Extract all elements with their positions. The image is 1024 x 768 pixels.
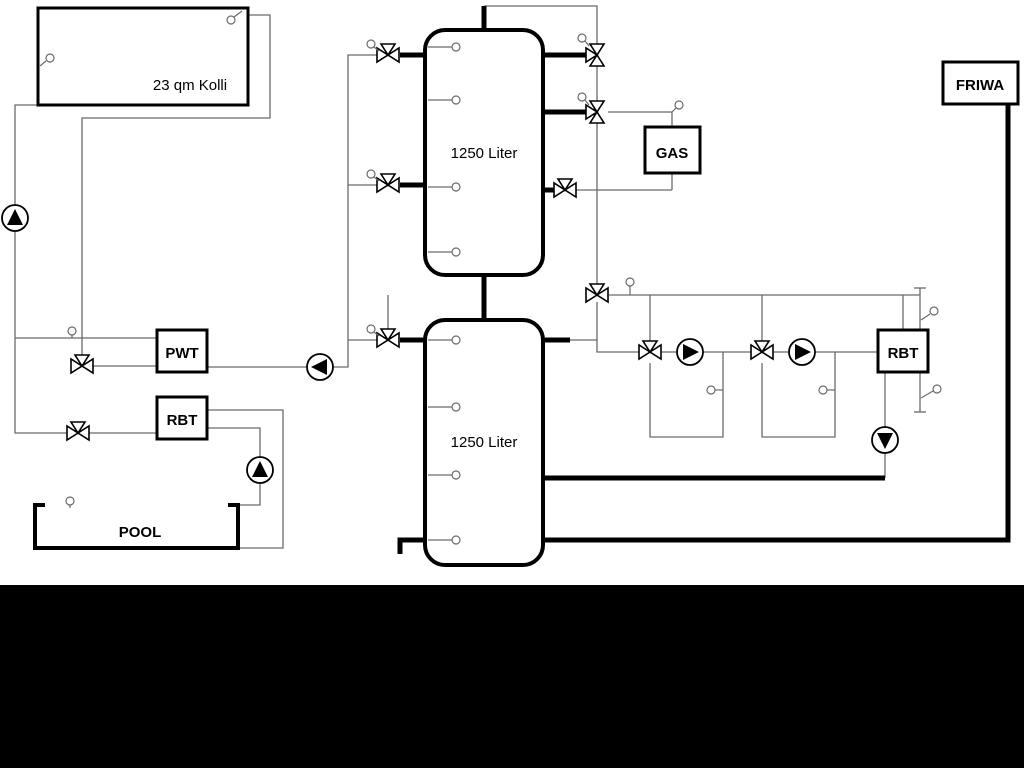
- valve-sensor-tank-lower: [366, 324, 380, 337]
- valve-sensor-tank-top: [366, 39, 380, 52]
- rbt-right-sensor-bottom: [920, 384, 942, 399]
- tank-bottom-sensors: [428, 335, 461, 545]
- boiler-and-distribution-pipes: [484, 5, 920, 353]
- hydraulic-schematic: 23 qm Kolli 1250 Liter 1250 Liter PWT RB…: [1, 5, 1020, 567]
- solar-circuit-pipes: [14, 14, 271, 434]
- pool-pump: [246, 456, 274, 484]
- boiler-supply-valve: [585, 100, 606, 124]
- valve-sensor-top-right: [577, 33, 590, 47]
- mixing-circuit-2-pipes: [761, 295, 878, 438]
- pool-basin: [33, 503, 240, 550]
- tank-top-right-valve: [585, 43, 606, 67]
- pool-mixing-valve: [66, 421, 90, 442]
- rbt-right-box: [876, 328, 930, 374]
- tank-mid-charge-valve: [376, 173, 400, 194]
- rbt-right-label: RBT: [888, 345, 919, 362]
- pwt-label: PWT: [165, 345, 198, 362]
- mixing-circuit-1-sensor: [706, 385, 723, 395]
- buffer-tank-top: [423, 28, 545, 277]
- rbt-left-box: [155, 395, 209, 441]
- collector-sensor-left: [39, 53, 55, 67]
- gas-line-sensor: [671, 100, 684, 113]
- pwt-line-sensor: [67, 326, 77, 338]
- friwa-box: [941, 60, 1020, 106]
- rbt-left-label: RBT: [167, 412, 198, 429]
- boiler-return-valve: [553, 178, 577, 199]
- tank-main-ports: [397, 6, 1011, 554]
- mixing-circuit-1-pipes: [649, 295, 751, 438]
- tank-lower-charge-valve: [376, 328, 400, 349]
- rbt-right-sensor-top: [920, 306, 939, 321]
- tank-charge-pipes: [207, 54, 389, 368]
- solar-pump: [1, 204, 29, 232]
- mixing-circuit-2-sensor: [818, 385, 835, 395]
- buffer-tank-bottom-label: 1250 Liter: [451, 434, 518, 451]
- gas-boiler-box: [643, 125, 702, 175]
- tank-top-charge-valve: [376, 43, 400, 64]
- pool-circuit-pipes: [89, 409, 284, 549]
- mixing-circuit-2-valve: [750, 340, 774, 361]
- mixing-circuit-1-valve: [638, 340, 662, 361]
- distribution-valve: [585, 283, 609, 304]
- tank-top-sensors: [428, 42, 461, 257]
- buffer-tank-top-label: 1250 Liter: [451, 145, 518, 162]
- valve-sensor-boiler: [577, 92, 590, 106]
- collector-sensor-right: [226, 10, 243, 25]
- pwt-charge-pump: [306, 353, 334, 381]
- pool-sensor: [65, 496, 75, 508]
- distribution-sensor: [625, 277, 635, 295]
- gas-boiler-label: GAS: [656, 145, 689, 162]
- friwa-label: FRIWA: [956, 77, 1004, 94]
- pwt-box: [155, 328, 209, 374]
- solar-collector-label: 23 qm Kolli: [153, 77, 227, 94]
- pool-label: POOL: [119, 524, 162, 541]
- mixing-circuit-1-pump: [676, 338, 704, 366]
- bottom-black-band: [0, 585, 1024, 768]
- rbt-return-pump: [871, 426, 899, 454]
- valve-sensor-tank-mid: [366, 169, 380, 182]
- buffer-tank-bottom: [423, 318, 545, 567]
- solar-collector-box: [36, 6, 250, 107]
- mixing-circuit-2-pump: [788, 338, 816, 366]
- solar-mixing-valve: [70, 354, 94, 375]
